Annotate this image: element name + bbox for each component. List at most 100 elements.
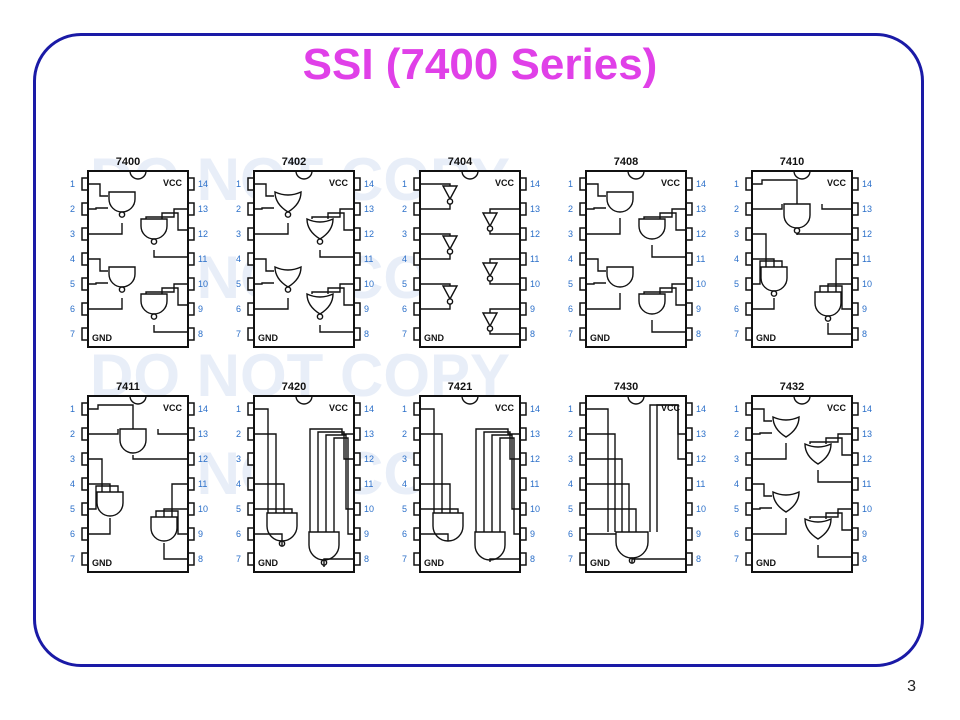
or-gate-symbol — [306, 217, 334, 240]
pin-number: 3 — [236, 454, 241, 464]
pin-number: 2 — [402, 429, 407, 439]
and-gate — [108, 191, 136, 218]
pin-number: 4 — [236, 254, 241, 264]
wire — [586, 483, 630, 532]
wire — [319, 250, 354, 258]
pin-number: 10 — [862, 279, 872, 289]
wire — [153, 250, 188, 258]
chip-body — [253, 170, 355, 348]
pin-number: 12 — [198, 454, 208, 464]
pin-number: 13 — [530, 204, 540, 214]
gnd-label: GND — [756, 333, 777, 343]
pin-number: 4 — [568, 254, 573, 264]
gnd-label: GND — [424, 558, 445, 568]
gnd-label: GND — [92, 558, 113, 568]
wire — [254, 223, 289, 235]
chip-notch — [461, 170, 479, 180]
vcc-label: VCC — [163, 403, 183, 413]
wire — [489, 281, 520, 285]
wire — [420, 433, 443, 513]
pin-number: 6 — [734, 304, 739, 314]
wire — [586, 183, 606, 197]
page-number: 3 — [907, 678, 916, 695]
inversion-bubble — [446, 198, 454, 205]
wire — [819, 285, 852, 310]
wire — [88, 282, 108, 285]
gnd-label: GND — [424, 333, 445, 343]
wire — [752, 298, 775, 310]
and-gate-symbol — [96, 491, 124, 517]
wire — [327, 212, 354, 231]
pin-number: 13 — [862, 429, 872, 439]
wire — [586, 458, 623, 532]
inversion-bubble — [284, 211, 292, 218]
wire — [586, 218, 621, 235]
wire — [825, 437, 852, 456]
wire — [323, 558, 354, 567]
pin-number: 5 — [70, 279, 75, 289]
pin-number: 3 — [734, 454, 739, 464]
wire — [752, 204, 783, 210]
chip-notch — [793, 395, 811, 405]
pin-number: 2 — [568, 204, 573, 214]
pin-number: 3 — [402, 454, 407, 464]
wire — [643, 283, 686, 294]
vcc-label: VCC — [163, 178, 183, 188]
pin-number: 9 — [198, 304, 203, 314]
pin-number: 13 — [696, 429, 706, 439]
wire — [88, 518, 111, 535]
wire — [651, 320, 686, 333]
wire — [631, 558, 686, 563]
pin-number: 10 — [696, 279, 706, 289]
vcc-label: VCC — [827, 178, 847, 188]
and-gate — [638, 293, 666, 315]
pin-number: 2 — [236, 204, 241, 214]
wire — [309, 428, 354, 532]
wire — [88, 404, 134, 429]
pin-number: 11 — [696, 479, 705, 489]
wire — [88, 207, 108, 210]
and-gate-symbol — [638, 293, 666, 315]
pin-number: 4 — [402, 479, 407, 489]
wire — [752, 233, 767, 267]
chip-label: 7400 — [116, 156, 140, 168]
pin-number: 7 — [236, 329, 241, 339]
or-gate — [772, 415, 800, 438]
wire — [586, 282, 606, 285]
chip-notch — [129, 395, 147, 405]
pin-number: 13 — [696, 204, 706, 214]
wire — [586, 508, 637, 532]
pin-number: 1 — [568, 404, 573, 414]
pin-number: 11 — [862, 254, 871, 264]
and-gate-symbol — [783, 203, 811, 229]
vcc-label: VCC — [661, 403, 681, 413]
and-gate — [783, 203, 811, 234]
vcc-label: VCC — [495, 403, 515, 413]
wire — [327, 287, 354, 306]
inverter-gate — [481, 262, 499, 282]
wire — [659, 287, 686, 306]
pin-number: 10 — [364, 504, 374, 514]
and-gate-symbol — [108, 191, 136, 213]
pin-number: 5 — [236, 279, 241, 289]
pin-number: 5 — [402, 504, 407, 514]
wire — [827, 283, 852, 292]
pin-number: 5 — [734, 279, 739, 289]
inversion-bubble — [316, 238, 324, 245]
inverter-symbol — [441, 185, 459, 201]
pin-number: 5 — [568, 279, 573, 289]
pin-number: 6 — [402, 304, 407, 314]
or-gate-symbol — [804, 442, 832, 465]
wire — [88, 298, 123, 310]
wire — [88, 183, 108, 197]
wire — [489, 208, 520, 213]
pin-number: 8 — [364, 554, 369, 564]
chip-label: 7408 — [614, 156, 638, 168]
pin-number: 7 — [734, 329, 739, 339]
inverter-gate — [441, 185, 459, 205]
pin-number: 7 — [236, 554, 241, 564]
pin-number: 9 — [862, 304, 867, 314]
pin-number: 4 — [70, 479, 75, 489]
